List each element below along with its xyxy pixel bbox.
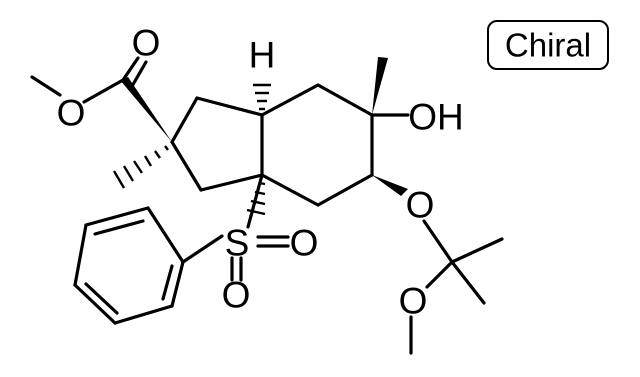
phenyl-bond-5 xyxy=(113,304,174,325)
phenyl-inner-2 xyxy=(84,282,119,315)
phenyl-bond-3 xyxy=(73,223,88,287)
ether-bond xyxy=(422,219,454,264)
c5-ether-wedge xyxy=(372,175,408,196)
c2-methyl-hash-6 xyxy=(112,170,126,189)
chiral-badge-frame xyxy=(487,20,609,70)
junction-s-hash-4 xyxy=(246,208,266,216)
wedge-bonds xyxy=(120,57,408,196)
ring6-bond-e xyxy=(260,173,320,207)
c6-methyl-wedge xyxy=(372,57,388,115)
junction-hydrogen-label: H xyxy=(249,35,276,76)
chiral-label: Chiral xyxy=(505,27,591,64)
chiral-badge: Chiral xyxy=(487,20,609,70)
bond-skeleton xyxy=(30,56,504,355)
phenyl-inner-1 xyxy=(93,219,145,236)
junction-s-hash-3 xyxy=(250,199,266,206)
hydroxyl-label: OH xyxy=(408,97,464,138)
c2-methyl-hash-2 xyxy=(154,150,161,159)
c2-methyl-hash-4 xyxy=(133,160,143,174)
phenyl-bond-1 xyxy=(146,206,185,264)
isopropyl-methyl-b xyxy=(450,260,486,305)
ring6-bond-a xyxy=(260,83,320,117)
phenyl-bond-4 xyxy=(73,283,117,325)
ester-oxygen-bond xyxy=(82,78,125,104)
ring6-bond-d xyxy=(316,173,374,207)
junction-s-hash-1 xyxy=(258,181,266,186)
junction-s-hash-2 xyxy=(254,190,266,196)
ester-wedge xyxy=(120,77,172,142)
ring5-bond-d xyxy=(199,173,264,192)
phenyl-inner-3 xyxy=(161,264,174,301)
methoxy-oxygen-label: O xyxy=(399,281,428,322)
methoxy-methyl-bond xyxy=(30,75,62,97)
isopropyl-methyl-a xyxy=(450,237,504,264)
phenyl-bond-6 xyxy=(170,260,185,308)
s-phenyl-bond xyxy=(181,234,224,264)
c2-methyl-hash-3 xyxy=(143,155,153,167)
quaternary-to-oxygen xyxy=(425,260,454,289)
ring5-bond-a xyxy=(170,96,199,144)
ester-oxygen-label: O xyxy=(57,93,86,134)
ring6-bond-b xyxy=(316,83,374,117)
ring5-bond-b xyxy=(195,96,264,117)
c2-methyl-hash-5 xyxy=(122,165,135,182)
ring5-bond-e xyxy=(170,140,203,192)
ether-oxygen-label: O xyxy=(406,185,435,226)
carbonyl-oxygen-label: O xyxy=(132,23,161,64)
sulfur-label: S xyxy=(225,223,250,264)
sulfonyl-oxygen-right-label: O xyxy=(290,223,319,264)
carbonyl-bond-1 xyxy=(121,56,140,82)
hashed-bonds xyxy=(112,83,271,216)
carbonyl-bond-2 xyxy=(129,60,148,90)
sulfonyl-oxygen-bottom-label: O xyxy=(222,275,251,316)
phenyl-bond-2 xyxy=(84,206,150,227)
atom-labels: O O H OH S O O O O xyxy=(57,23,464,322)
c2-methyl-hash-1 xyxy=(164,145,169,151)
